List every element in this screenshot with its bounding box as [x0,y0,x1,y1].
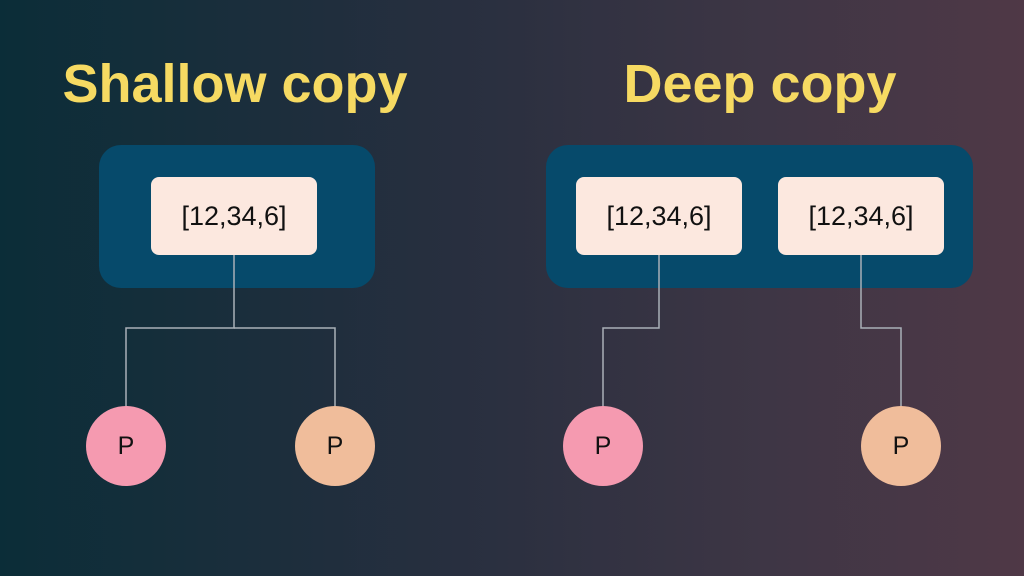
shallow-array-box: [12,34,6] [151,177,317,255]
shallow-pointer-1: P [86,406,166,486]
deep-array-box-1: [12,34,6] [576,177,742,255]
shallow-copy-title: Shallow copy [62,54,408,114]
deep-copy-title: Deep copy [623,54,897,114]
deep-connector-right [860,255,902,406]
shallow-connector-left [125,255,235,406]
deep-connector-left [602,255,660,406]
shallow-connector-right [234,327,336,406]
deep-pointer-1: P [563,406,643,486]
deep-pointer-2: P [861,406,941,486]
deep-array-box-2: [12,34,6] [778,177,944,255]
shallow-pointer-2: P [295,406,375,486]
